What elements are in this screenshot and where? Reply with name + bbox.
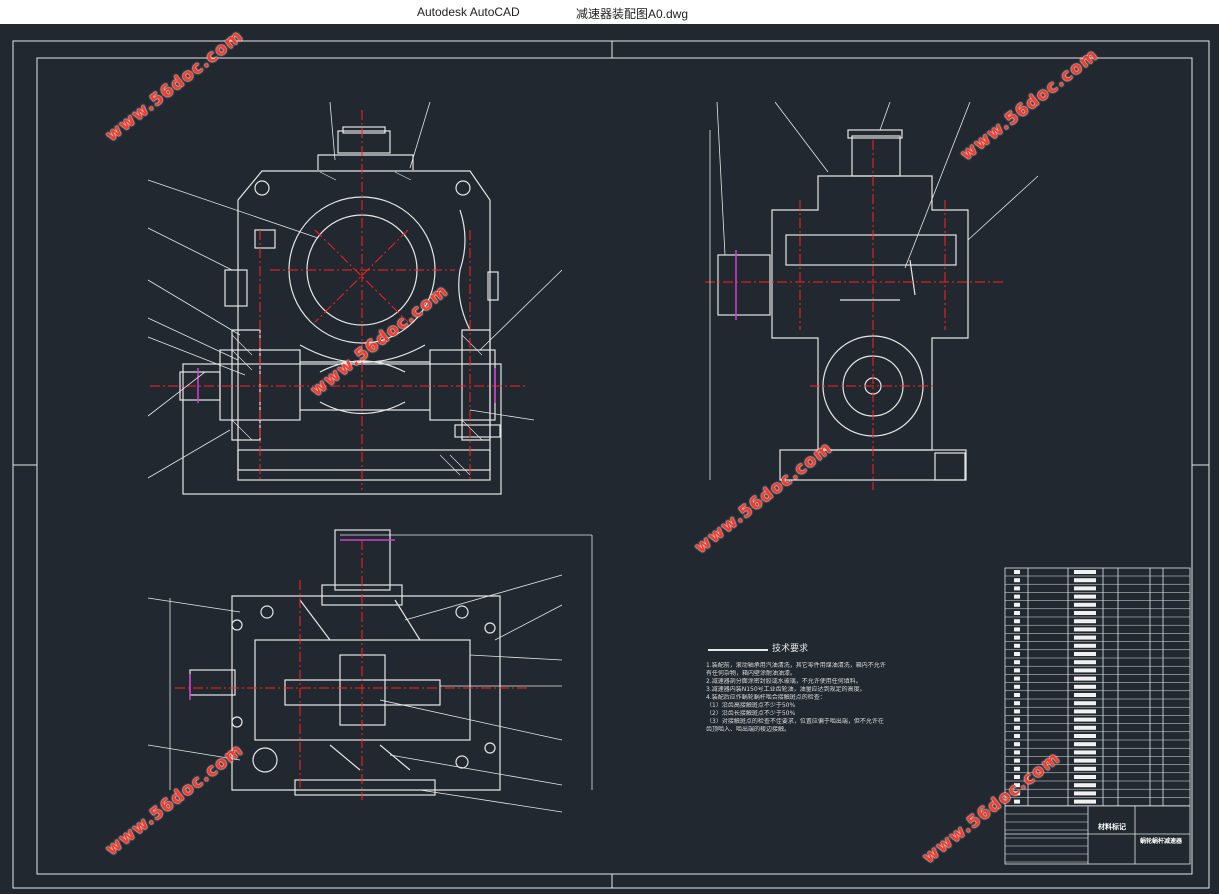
title-block-mark bbox=[1074, 643, 1096, 648]
title-block-mark bbox=[1074, 635, 1096, 640]
title-block-mark bbox=[1074, 570, 1096, 574]
drawing-canvas[interactable] bbox=[0, 24, 1219, 894]
title-block-mark bbox=[1074, 594, 1096, 599]
title-block-drawing-name: 蜗轮蜗杆减速器 bbox=[1140, 838, 1183, 845]
title-block-mark bbox=[1074, 775, 1096, 779]
title-block-mark bbox=[1074, 725, 1096, 730]
title-block-mark bbox=[1014, 594, 1020, 599]
tech-req-line: 2.减速器剖分面涂密封胶或水玻璃，不允许使用任何填料。 bbox=[706, 678, 862, 685]
side-view bbox=[717, 129, 969, 481]
title-block-mark bbox=[1074, 602, 1096, 607]
front-view-leaders bbox=[147, 101, 563, 495]
title-block-mark bbox=[1014, 635, 1020, 640]
title-block-mark bbox=[1074, 758, 1096, 763]
title-block-mark bbox=[1014, 602, 1020, 607]
title-block-mark bbox=[1074, 791, 1096, 796]
title-block-mark bbox=[1014, 734, 1020, 738]
tech-requirements-heading: 技术要求 bbox=[772, 644, 809, 654]
title-block-mark bbox=[1074, 578, 1096, 583]
title-block-mark bbox=[1014, 750, 1020, 755]
title-block bbox=[1004, 567, 1191, 865]
tech-req-line: 有任何杂物，箱内壁涂耐油油漆。 bbox=[706, 670, 797, 677]
title-block-mark bbox=[1014, 627, 1020, 632]
title-block-mark bbox=[1074, 734, 1096, 738]
title-block-mark bbox=[1074, 693, 1096, 697]
tech-req-line: （1）沿齿高接触斑点不少于50% bbox=[706, 702, 796, 709]
title-block-mark bbox=[1074, 766, 1096, 771]
top-view-centerlines bbox=[175, 540, 530, 800]
tech-req-line: 齿顶啮入、啮出端的棱边接触。 bbox=[706, 726, 791, 733]
title-block-mark bbox=[1074, 717, 1096, 722]
title-block-mark bbox=[1074, 611, 1096, 615]
title-block-mark bbox=[1014, 660, 1020, 665]
title-block-mark bbox=[1014, 791, 1020, 796]
sheet-outer-border bbox=[12, 40, 1210, 889]
title-block-mark bbox=[1074, 742, 1096, 747]
side-view-centerlines bbox=[705, 140, 1003, 490]
title-block-mark bbox=[1014, 742, 1020, 747]
sheet-inner-border bbox=[36, 57, 1193, 875]
front-view-hatch bbox=[231, 171, 483, 476]
title-block-mark bbox=[1014, 725, 1020, 730]
title-block-mark bbox=[1014, 701, 1020, 706]
tech-req-line: （2）沿齿长接触斑点不少于50% bbox=[706, 710, 796, 717]
title-block-mark bbox=[1014, 578, 1020, 583]
title-bar: Autodesk AutoCAD 减速器装配图A0.dwg bbox=[0, 0, 1219, 24]
title-block-mark bbox=[1014, 775, 1020, 779]
title-block-mark bbox=[1014, 766, 1020, 771]
title-block-mark bbox=[1014, 693, 1020, 697]
title-block-mark bbox=[1074, 660, 1096, 665]
title-block-mark bbox=[1014, 717, 1020, 722]
title-block-mark bbox=[1074, 652, 1096, 656]
tech-requirements-list: 1.装配前，滚动轴承用汽油清洗，其它零件用煤油清洗，箱内不允许 有任何杂物，箱内… bbox=[706, 662, 946, 734]
title-block-mark bbox=[1074, 619, 1096, 624]
title-block-mark bbox=[1014, 668, 1020, 673]
title-block-mark bbox=[1014, 643, 1020, 648]
title-block-material-label: 材料标记 bbox=[1098, 823, 1126, 831]
title-block-mark bbox=[1074, 799, 1096, 804]
title-block-mark bbox=[1074, 668, 1096, 673]
title-block-mark bbox=[1014, 586, 1020, 591]
title-block-mark bbox=[1014, 799, 1020, 804]
title-block-mark bbox=[1014, 619, 1020, 624]
front-view bbox=[179, 126, 502, 495]
tech-req-line: 3.减速器内装N150号工业齿轮油，油量应达到规定的高度。 bbox=[706, 686, 866, 693]
title-block-mark bbox=[1014, 709, 1020, 714]
title-block-mark bbox=[1074, 709, 1096, 714]
tech-req-line: 4.装配后应作蜗轮蜗杆啮合接触斑点的检查： bbox=[706, 694, 826, 701]
document-title: 减速器装配图A0.dwg bbox=[576, 7, 689, 21]
title-block-mark bbox=[1014, 652, 1020, 656]
top-view-leaders bbox=[147, 534, 593, 813]
title-block-mark bbox=[1014, 758, 1020, 763]
title-block-mark bbox=[1074, 783, 1096, 788]
title-block-mark bbox=[1074, 676, 1096, 681]
title-block-mark bbox=[1014, 684, 1020, 689]
title-block-mark bbox=[1014, 676, 1020, 681]
title-block-mark bbox=[1014, 611, 1020, 615]
app-title: Autodesk AutoCAD bbox=[417, 5, 520, 19]
title-block-mark bbox=[1074, 701, 1096, 706]
title-block-mark bbox=[1014, 570, 1020, 574]
title-block-mark bbox=[1074, 750, 1096, 755]
title-block-mark bbox=[1014, 783, 1020, 788]
side-view-leaders bbox=[709, 101, 1039, 480]
title-block-mark bbox=[1074, 684, 1096, 689]
tech-req-line: 1.装配前，滚动轴承用汽油清洗，其它零件用煤油清洗，箱内不允许 bbox=[706, 662, 886, 669]
tech-req-line: （3）对接触斑点的检查不佳要求，位置应偏于啮出端，但不允许在 bbox=[706, 718, 884, 725]
front-view-centerlines bbox=[150, 110, 525, 490]
title-block-mark bbox=[1074, 627, 1096, 632]
title-block-mark bbox=[1074, 586, 1096, 591]
